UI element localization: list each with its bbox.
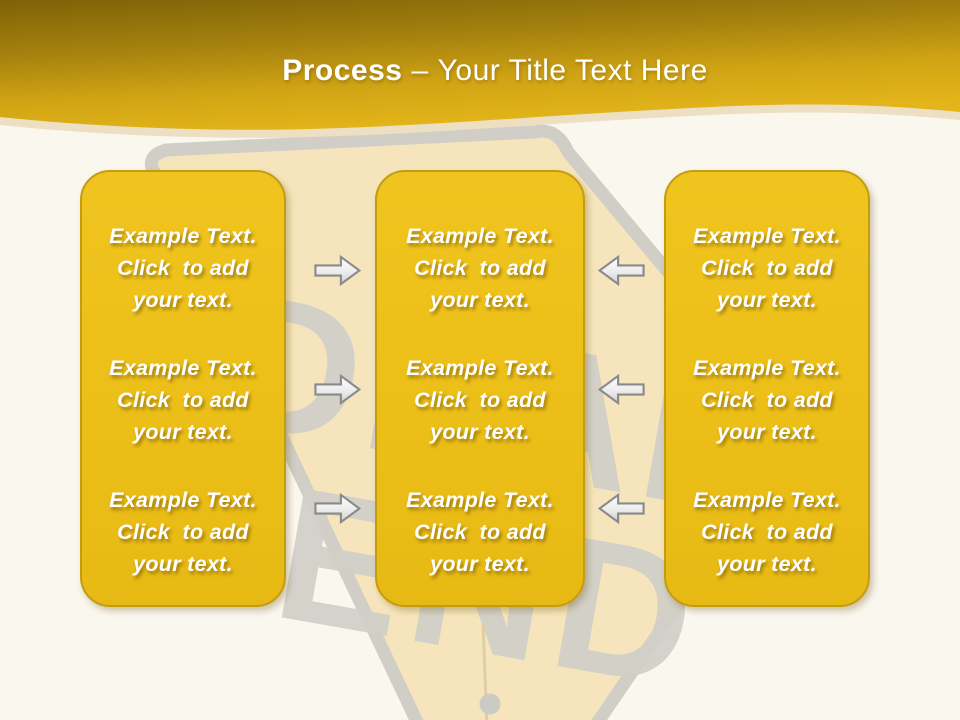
placeholder-line: Click to add xyxy=(701,388,833,412)
placeholder-line: your text. xyxy=(717,552,817,576)
slide-title[interactable]: Process–Your Title Text Here xyxy=(30,52,960,90)
text-placeholder[interactable]: Example Text. Click to add your text. xyxy=(693,352,841,448)
placeholder-line: Click to add xyxy=(117,388,249,412)
process-box-right[interactable]: Example Text. Click to add your text. Ex… xyxy=(664,170,870,607)
placeholder-line: Click to add xyxy=(117,520,249,544)
process-box-middle[interactable]: Example Text. Click to add your text. Ex… xyxy=(375,170,585,607)
text-placeholder[interactable]: Example Text. Click to add your text. xyxy=(109,220,257,316)
placeholder-line: your text. xyxy=(717,288,817,312)
placeholder-line: your text. xyxy=(430,420,530,444)
title-rest: Your Title Text Here xyxy=(437,54,708,87)
arrow-left-icon xyxy=(598,493,645,524)
placeholder-line: Example Text. xyxy=(693,224,841,248)
text-placeholder[interactable]: Example Text. Click to add your text. xyxy=(693,220,841,316)
arrow-right-icon xyxy=(314,493,361,524)
title-emphasis: Process xyxy=(282,54,403,87)
placeholder-line: Example Text. xyxy=(109,488,257,512)
text-placeholder[interactable]: Example Text. Click to add your text. xyxy=(109,484,257,580)
text-placeholder[interactable]: Example Text. Click to add your text. xyxy=(693,484,841,580)
arrow-left-icon xyxy=(598,255,645,286)
placeholder-line: Example Text. xyxy=(406,488,554,512)
text-placeholder[interactable]: Example Text. Click to add your text. xyxy=(109,352,257,448)
arrow-right-icon xyxy=(314,374,361,405)
placeholder-line: your text. xyxy=(430,288,530,312)
placeholder-line: Example Text. xyxy=(406,224,554,248)
placeholder-line: Example Text. xyxy=(109,356,257,380)
process-box-left[interactable]: Example Text. Click to add your text. Ex… xyxy=(80,170,286,607)
placeholder-line: your text. xyxy=(430,552,530,576)
placeholder-line: Click to add xyxy=(414,520,546,544)
placeholder-line: Click to add xyxy=(414,388,546,412)
placeholder-line: Example Text. xyxy=(693,356,841,380)
arrow-right-icon xyxy=(314,255,361,286)
placeholder-line: Click to add xyxy=(117,256,249,280)
sign-bolt xyxy=(479,693,501,715)
placeholder-line: your text. xyxy=(717,420,817,444)
placeholder-line: your text. xyxy=(133,552,233,576)
placeholder-line: your text. xyxy=(133,288,233,312)
placeholder-line: Click to add xyxy=(701,256,833,280)
placeholder-line: Example Text. xyxy=(406,356,554,380)
arrow-left-icon xyxy=(598,374,645,405)
text-placeholder[interactable]: Example Text. Click to add your text. xyxy=(406,220,554,316)
placeholder-line: Example Text. xyxy=(109,224,257,248)
title-dash: – xyxy=(411,54,429,87)
placeholder-line: Click to add xyxy=(414,256,546,280)
text-placeholder[interactable]: Example Text. Click to add your text. xyxy=(406,352,554,448)
placeholder-line: your text. xyxy=(133,420,233,444)
header-wave-gold xyxy=(0,0,960,130)
header-band xyxy=(0,0,960,138)
placeholder-line: Click to add xyxy=(701,520,833,544)
sign-crease xyxy=(481,623,489,720)
text-placeholder[interactable]: Example Text. Click to add your text. xyxy=(406,484,554,580)
placeholder-line: Example Text. xyxy=(693,488,841,512)
